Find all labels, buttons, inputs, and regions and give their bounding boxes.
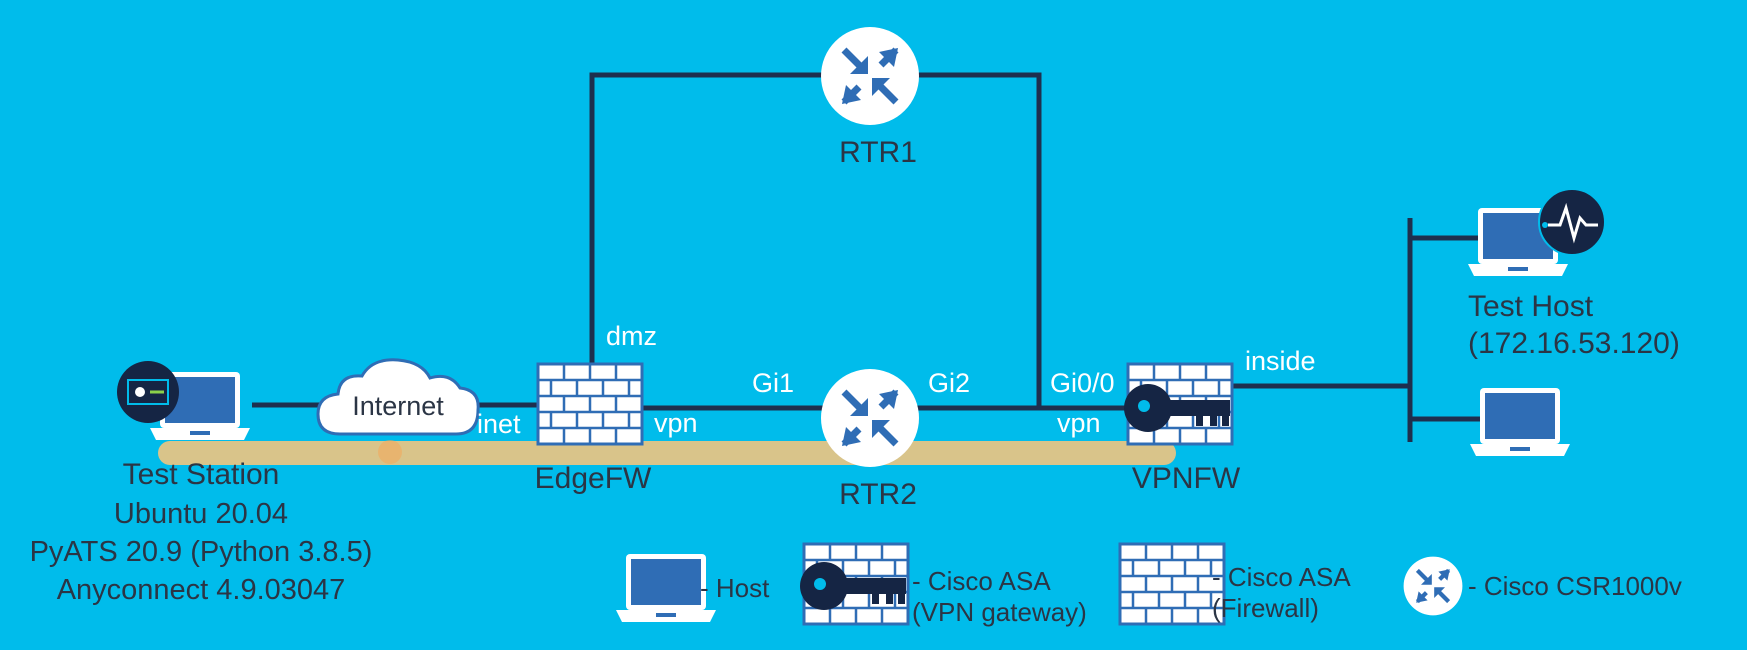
- if-edge-vpn-label: vpn: [654, 408, 698, 438]
- test-station-badge-icon: [117, 361, 179, 423]
- legend-asa-fw-line1: - Cisco ASA: [1212, 562, 1351, 592]
- legend-host: - Host: [700, 573, 770, 603]
- legend-asa-vpn-line1: - Cisco ASA: [912, 566, 1051, 596]
- router-icon: [1404, 557, 1463, 616]
- test-station-os: Ubuntu 20.04: [113, 498, 289, 530]
- vpnfw-label: VPNFW: [1131, 462, 1241, 495]
- edgefw-label: EdgeFW: [534, 462, 652, 495]
- legend-asa-fw-line2: (Firewall): [1212, 593, 1319, 624]
- laptop-icon: [1470, 388, 1570, 456]
- if-gi2-label: Gi2: [928, 368, 971, 398]
- router-icon: [821, 369, 919, 467]
- tunnel-glow: [378, 440, 402, 464]
- test-host-ip: (172.16.53.120): [1468, 327, 1680, 360]
- legend-csr: - Cisco CSR1000v: [1468, 571, 1682, 601]
- test-station-label: Test Station: [122, 458, 280, 491]
- test-host-label: Test Host: [1468, 290, 1594, 323]
- test-station-details: Ubuntu 20.04 PyATS 20.9 (Python 3.8.5) A…: [30, 495, 373, 609]
- if-gi1-label: Gi1: [752, 368, 795, 398]
- router-icon: [821, 27, 919, 125]
- vpn-tunnel-band: [158, 441, 1176, 465]
- cloud-icon: [316, 358, 480, 436]
- if-inside-label: inside: [1245, 346, 1316, 376]
- link-dmz-rtr1-vpnfw: [589, 72, 1042, 408]
- legend-asa-vpn-line2: (VPN gateway): [912, 597, 1087, 628]
- firewall-icon: [1118, 542, 1226, 626]
- internet-label: Internet: [352, 391, 444, 421]
- test-station-anyconnect: Anyconnect 4.9.03047: [56, 574, 346, 606]
- if-inet-label: inet: [477, 409, 521, 439]
- legend-asa-fw: - Cisco ASA (Firewall): [1212, 562, 1351, 624]
- rtr2-label: RTR2: [839, 478, 917, 511]
- firewall-icon: [536, 362, 644, 446]
- if-vpnfw-vpn-label: vpn: [1057, 408, 1101, 438]
- monitor-badge-icon: [1538, 188, 1606, 256]
- test-station-pyats: PyATS 20.9 (Python 3.8.5): [29, 536, 373, 568]
- rtr1-label: RTR1: [839, 136, 917, 169]
- legend-asa-vpn: - Cisco ASA (VPN gateway): [912, 566, 1087, 628]
- if-dmz-label: dmz: [606, 321, 658, 351]
- if-gi0-0-label: Gi0/0: [1050, 368, 1115, 398]
